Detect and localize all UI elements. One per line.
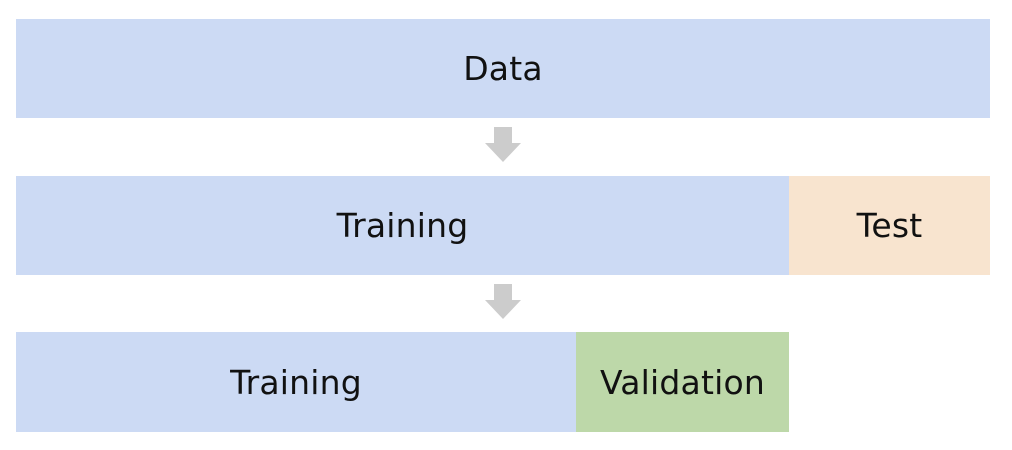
down-arrow-icon [485,127,521,162]
test-label: Test [856,206,923,245]
training-subset-label: Training [230,362,362,402]
training-subset-block: Training [16,332,576,432]
data-label: Data [463,49,543,88]
training-block: Training [16,176,789,275]
test-block: Test [789,176,990,275]
validation-block: Validation [576,332,789,432]
down-arrow-icon [485,284,521,319]
validation-label: Validation [600,362,765,402]
data-block: Data [16,19,990,118]
training-label: Training [336,206,469,245]
